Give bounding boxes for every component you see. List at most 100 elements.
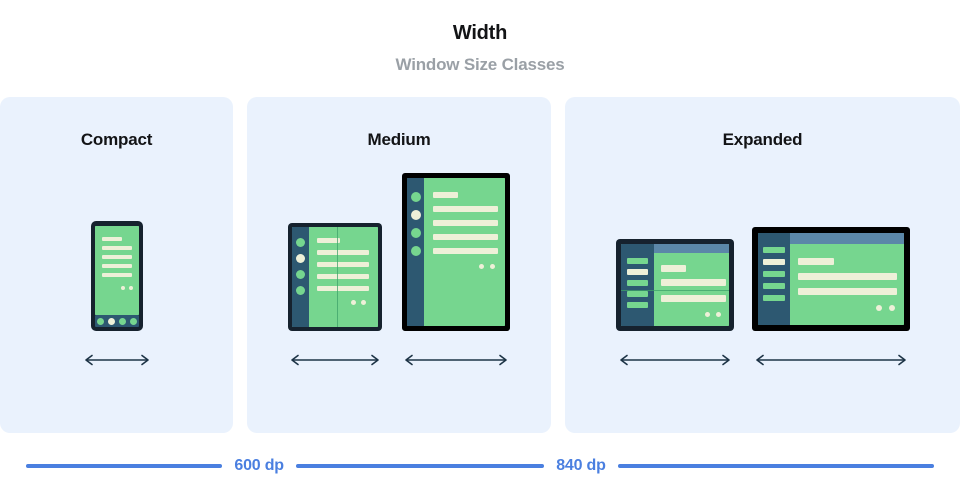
content-line — [101, 237, 122, 241]
foldable-content — [653, 244, 729, 326]
tablet-screen — [757, 233, 904, 325]
panel-medium: Medium — [247, 97, 551, 433]
content-line — [101, 264, 132, 268]
nav-drawer-item — [762, 283, 785, 289]
device-column-foldable-landscape — [615, 239, 734, 367]
content-dot — [479, 264, 484, 269]
panel-title-medium: Medium — [367, 130, 431, 149]
panel-title-expanded: Expanded — [722, 130, 803, 149]
content-line — [101, 273, 132, 277]
content-dot — [888, 305, 895, 311]
nav-item-icon — [129, 317, 137, 325]
nav-drawer-item — [626, 280, 648, 286]
scale-segment-compact — [26, 464, 223, 468]
content-line — [433, 206, 498, 212]
nav-rail-icon-selected — [410, 210, 421, 220]
device-group-medium — [247, 167, 551, 433]
fold-crease-line — [337, 227, 338, 327]
panel-expanded: Expanded — [565, 97, 960, 433]
app-top-bar — [789, 233, 904, 244]
width-arrow-icon-foldable-landscape — [616, 353, 734, 367]
content-dot — [704, 312, 710, 317]
foldable-screen — [292, 227, 378, 327]
phone-content — [94, 226, 139, 315]
content-dot — [351, 300, 356, 305]
content-line — [101, 255, 132, 259]
device-column-tablet-landscape — [751, 227, 910, 367]
nav-item-icon — [118, 317, 126, 325]
width-arrow-icon-phone — [81, 353, 153, 367]
phone-bottom-navigation-bar — [94, 315, 139, 327]
content-line — [433, 220, 498, 226]
nav-drawer-item — [626, 302, 648, 308]
content-line — [433, 248, 498, 254]
tablet-content — [789, 233, 904, 325]
tablet-content — [424, 178, 505, 326]
nav-item-icon-selected — [107, 317, 115, 325]
navigation-rail — [292, 227, 309, 327]
width-arrow-icon-tablet-landscape — [752, 353, 910, 367]
page-subtitle: Window Size Classes — [395, 55, 565, 74]
content-line — [317, 250, 369, 255]
nav-rail-icon-selected — [296, 254, 305, 263]
content-line — [433, 192, 458, 198]
panel-compact: Compact — [0, 97, 233, 433]
content-line — [317, 286, 369, 291]
content-line — [317, 238, 340, 243]
size-class-panels: Compact — [0, 97, 960, 433]
nav-rail-icon — [296, 238, 305, 247]
device-foldable-unfolded-landscape — [615, 239, 734, 331]
breakpoint-label-840dp: 840 dp — [556, 457, 606, 474]
scale-segment-expanded — [617, 464, 934, 468]
width-arrow-icon-foldable-portrait — [287, 353, 383, 367]
content-dot — [361, 300, 366, 305]
content-line — [101, 246, 132, 250]
content-dot — [120, 286, 125, 290]
fold-crease-line — [620, 290, 729, 291]
scale-segment-medium — [295, 464, 545, 468]
foldable-screen — [620, 244, 729, 326]
content-line — [797, 258, 834, 265]
nav-rail-icon — [410, 246, 421, 256]
foldable-content — [309, 227, 378, 327]
page-title: Width — [452, 22, 508, 44]
nav-rail-icon — [410, 228, 421, 238]
nav-rail-icon — [296, 286, 305, 295]
nav-drawer-item — [762, 295, 785, 301]
content-line — [317, 262, 369, 267]
navigation-rail — [407, 178, 424, 326]
content-line — [660, 279, 726, 286]
panel-title-compact: Compact — [80, 130, 153, 149]
breakpoint-scale: 600 dp 840 dp — [0, 455, 960, 477]
device-column-foldable-portrait — [287, 223, 383, 367]
device-column-tablet-portrait — [401, 173, 511, 367]
device-group-compact — [0, 167, 233, 433]
nav-rail-icon — [296, 270, 305, 279]
device-phone-portrait — [90, 221, 143, 331]
nav-item-icon — [96, 317, 104, 325]
nav-drawer-item — [626, 291, 648, 297]
tablet-screen — [407, 178, 505, 326]
app-top-bar — [653, 244, 729, 253]
content-line — [660, 265, 686, 272]
nav-drawer-item — [762, 247, 785, 253]
nav-drawer-item-selected — [762, 259, 785, 265]
width-arrow-icon-tablet-portrait — [401, 353, 511, 367]
content-dot — [715, 312, 721, 317]
content-dot — [490, 264, 495, 269]
content-dot — [128, 286, 133, 290]
breakpoint-label-600dp: 600 dp — [234, 457, 284, 474]
content-line — [433, 234, 498, 240]
page-header: Width Window Size Classes — [0, 0, 960, 75]
navigation-drawer — [620, 244, 654, 326]
nav-rail-icon — [410, 192, 421, 202]
content-line — [797, 273, 897, 280]
device-column-phone — [81, 221, 153, 367]
content-line — [660, 295, 726, 302]
device-tablet-portrait — [402, 173, 510, 331]
nav-drawer-item — [626, 258, 648, 264]
content-line — [797, 288, 897, 295]
content-dot — [875, 305, 882, 311]
phone-screen — [94, 226, 139, 315]
device-group-expanded — [565, 167, 960, 433]
